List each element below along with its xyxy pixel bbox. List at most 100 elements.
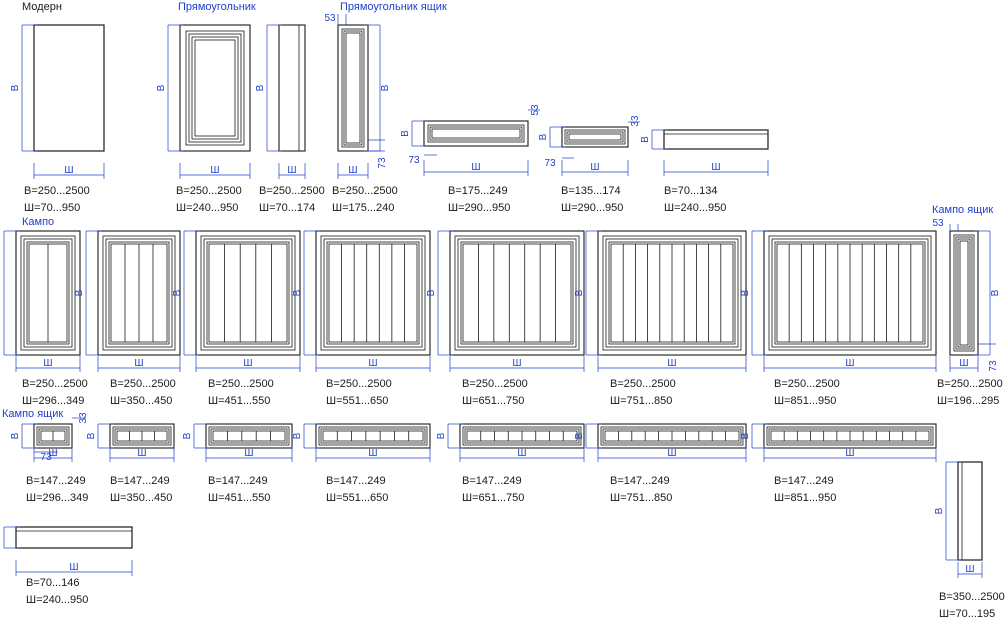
- spec-height: В=147...249: [208, 475, 268, 487]
- drawer-4-width-label: Ш: [368, 448, 377, 459]
- drawer-2-height-label: В: [86, 432, 97, 439]
- rect-drawer-tall-frame-2: [345, 32, 361, 144]
- rect-drawer-small-dim-73: 73: [544, 158, 556, 169]
- spec-modern: В=250...2500 Ш=70...950: [24, 183, 90, 217]
- section-title-modern: Модерн: [22, 1, 62, 13]
- rect-panel-outer: [179, 24, 251, 152]
- campo-5-width-label: Ш: [512, 358, 521, 369]
- campo-2-frame-1: [105, 238, 173, 348]
- campo-6-frame-0: [602, 235, 742, 351]
- spec-width: Ш=851...950: [774, 492, 837, 504]
- spec-campo-3: В=250...2500 Ш=451...550: [208, 376, 274, 410]
- drawer-left-dim-33: 33: [78, 412, 89, 424]
- campo-4-frame-1: [323, 238, 423, 348]
- rect-drawer-tall-frame-0: [341, 28, 365, 148]
- modern-height-label: В: [10, 84, 21, 91]
- campo-4-outer: [315, 230, 431, 356]
- spec-campo-narrow: В=250...2500 Ш=196...295: [937, 376, 1003, 410]
- spec-width: Ш=350...450: [110, 395, 173, 407]
- campo-3-frame-1: [203, 238, 293, 348]
- rect-drawer-tall-width-label: Ш: [348, 165, 357, 176]
- spec-width: Ш=290...950: [448, 202, 511, 214]
- campo-7-width-label: Ш: [845, 358, 854, 369]
- spec-width: Ш=451...550: [208, 492, 271, 504]
- drawer-1-frame-1: [38, 428, 68, 444]
- drawer-3-frame-1: [210, 428, 288, 444]
- spec-width: Ш=70...174: [259, 202, 316, 214]
- drawer-7-frame-1: [768, 428, 932, 444]
- campo-3-outer: [195, 230, 301, 356]
- campo-7-frame-0: [768, 235, 932, 351]
- spec-drawer-4: В=147...249 Ш=551...650: [326, 473, 388, 507]
- bottom-plank: [15, 526, 133, 549]
- drawer-3-width-label: Ш: [244, 448, 253, 459]
- spec-width: Ш=851...950: [774, 395, 837, 407]
- spec-width: Ш=751...850: [610, 492, 673, 504]
- drawer-6-width-label: Ш: [667, 448, 676, 459]
- rect-panel-height-label: В: [156, 84, 167, 91]
- drawer-1-frame-0: [36, 426, 70, 446]
- spec-height: В=147...249: [326, 475, 386, 487]
- spec-campo-7: В=250...2500 Ш=851...950: [774, 376, 840, 410]
- drawer-1-width-label: Ш: [48, 448, 57, 459]
- rect-drawer-wide-dim-73: 73: [408, 155, 420, 166]
- spec-tall-narrow: В=350...2500 Ш=70...195: [939, 589, 1005, 623]
- spec-width: Ш=290...950: [561, 202, 624, 214]
- spec-campo-1: В=250...2500 Ш=296...349: [22, 376, 88, 410]
- rect-drawer-small-height-label: В: [538, 133, 549, 140]
- drawer-6-height-label: В: [574, 432, 585, 439]
- modern-width-label: Ш: [64, 165, 73, 176]
- campo-narrow-height-label: В: [990, 289, 1001, 296]
- spec-width: Ш=751...850: [610, 395, 673, 407]
- campo-4-frame-0: [320, 235, 426, 351]
- rect-panel-frame-1: [188, 33, 242, 143]
- spec-campo-4: В=250...2500 Ш=551...650: [326, 376, 392, 410]
- campo-5-outer: [449, 230, 585, 356]
- spec-drawer-3: В=147...249 Ш=451...550: [208, 473, 270, 507]
- spec-width: Ш=551...650: [326, 492, 389, 504]
- section-title-campo-drawer-right: Кампо ящик: [932, 204, 994, 216]
- rect-drawer-small-frame-2: [568, 133, 622, 141]
- spec-rect-plank: В=70...134 Ш=240...950: [664, 183, 726, 217]
- drawer-4-outer: [315, 423, 431, 449]
- tall-narrow-height-label: В: [934, 507, 945, 514]
- drawer-7-outer: [763, 423, 937, 449]
- spec-rect-drawer-tall: В=250...2500 Ш=175...240: [332, 183, 398, 217]
- campo-1-frame-2: [26, 241, 70, 345]
- rect-drawer-small-frame-0: [564, 129, 626, 145]
- spec-width: Ш=240...950: [26, 594, 89, 606]
- campo-narrow-frame-0: [953, 234, 975, 352]
- rect-drawer-wide-frame-1: [429, 126, 523, 141]
- campo-2-width-label: Ш: [134, 358, 143, 369]
- rect-narrow-width-label: Ш: [287, 165, 296, 176]
- section-title-rect: Прямоугольник: [178, 1, 256, 13]
- bottom-plank-height-label: В: [0, 534, 3, 541]
- drawer-3-outer: [205, 423, 293, 449]
- spec-height: В=250...2500: [176, 185, 242, 197]
- drawer-1-height-label: В: [10, 432, 21, 439]
- drawer-6-frame-1: [602, 428, 742, 444]
- spec-height: В=250...2500: [259, 185, 325, 197]
- campo-5-frame-2: [460, 241, 574, 345]
- drawer-5-height-label: В: [436, 432, 447, 439]
- rect-drawer-tall-dim-53: 53: [324, 13, 336, 24]
- rect-drawer-wide-frame-0: [427, 124, 525, 143]
- campo-1-width-label: Ш: [43, 358, 52, 369]
- campo-2-frame-0: [102, 235, 176, 351]
- campo-5-frame-0: [454, 235, 580, 351]
- campo-1-frame-1: [23, 238, 73, 348]
- spec-height: В=250...2500: [22, 378, 88, 390]
- spec-height: В=250...2500: [937, 378, 1003, 390]
- drawer-7-frame-0: [766, 426, 934, 446]
- campo-1-height-label: В: [0, 289, 3, 296]
- campo-4-frame-2: [326, 241, 420, 345]
- rect-panel-frame-3: [194, 39, 236, 137]
- campo-7-frame-1: [771, 238, 929, 348]
- rect-drawer-wide-dim-53: 53: [530, 104, 541, 116]
- campo-narrow-dim-73: 73: [988, 360, 999, 372]
- rect-drawer-tall-outer: [337, 24, 369, 152]
- rect-drawer-wide-width-label: Ш: [471, 162, 480, 173]
- drawer-2-frame-1: [114, 428, 170, 444]
- campo-narrow-dim-53: 53: [932, 218, 944, 229]
- spec-height: В=250...2500: [610, 378, 676, 390]
